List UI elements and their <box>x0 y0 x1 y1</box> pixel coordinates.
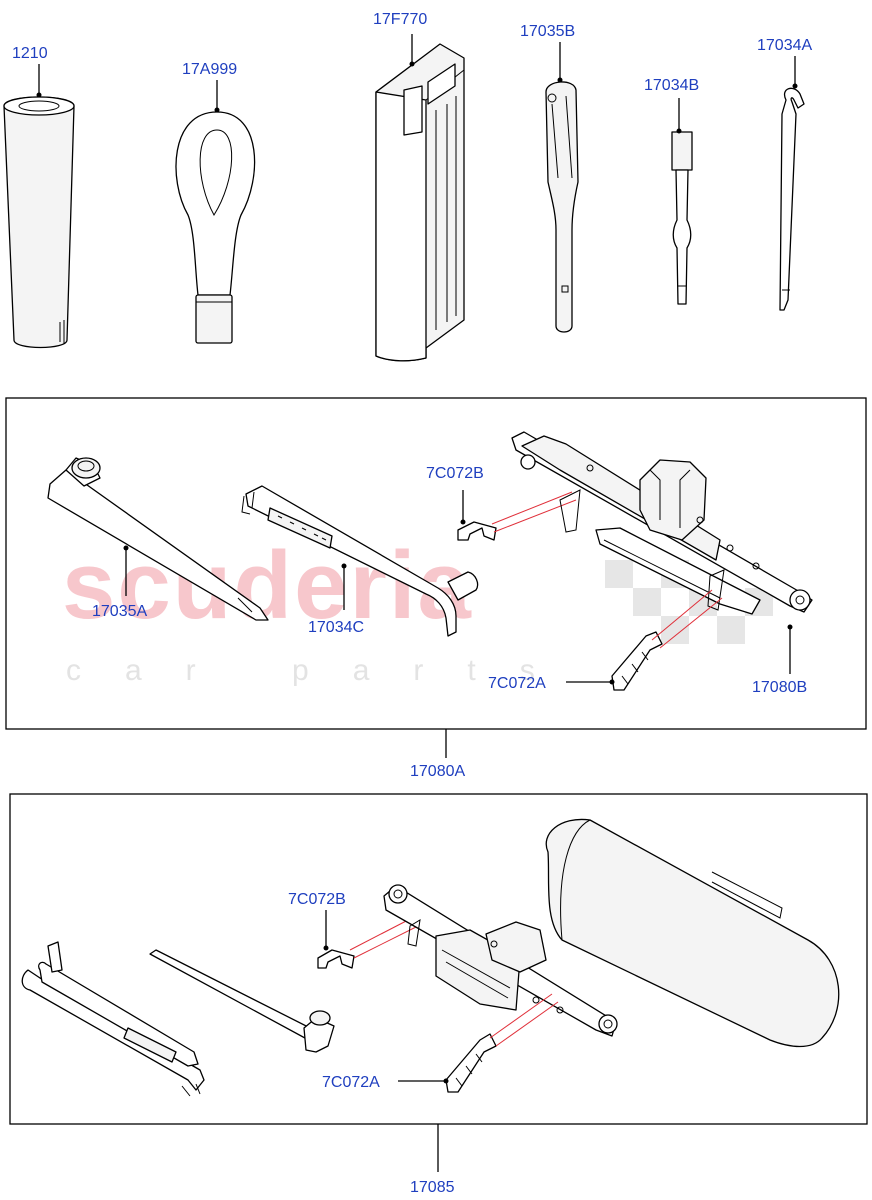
watermark: scuderia car parts <box>62 532 773 687</box>
leader-17035A <box>123 545 129 596</box>
callout-7C072B-upper[interactable]: 7C072B <box>426 465 484 482</box>
callout-17F770[interactable]: 17F770 <box>373 11 427 28</box>
leader-7C072B-lower <box>323 910 419 959</box>
leader-17F770 <box>409 34 415 67</box>
part-17035A-wheel-brace[interactable] <box>47 457 269 621</box>
callout-17A999[interactable]: 17A999 <box>182 61 237 78</box>
leader-7C072B-upper <box>460 490 577 533</box>
callout-17034C[interactable]: 17034C <box>308 619 364 636</box>
watermark-tagline: car parts <box>66 654 579 687</box>
part-17035B-brace-handle[interactable] <box>545 81 579 333</box>
leader-17A999 <box>214 80 220 113</box>
part-jack-handle-lower[interactable] <box>21 941 205 1097</box>
callout-17035B[interactable]: 17035B <box>520 23 575 40</box>
part-1210-tube[interactable] <box>3 96 75 349</box>
leader-17035B <box>557 42 563 83</box>
callout-17080A[interactable]: 17080A <box>410 763 465 780</box>
callout-7C072B-lower[interactable]: 7C072B <box>288 891 346 908</box>
callout-17034A[interactable]: 17034A <box>757 37 812 54</box>
callout-17034B[interactable]: 17034B <box>644 77 699 94</box>
part-foam-case[interactable] <box>545 818 840 1048</box>
leader-17034A <box>792 56 798 89</box>
part-17A999-tow-eye[interactable] <box>175 111 256 344</box>
kit-frame-17080A <box>5 397 867 730</box>
part-7C072B-bracket-lower[interactable] <box>317 949 355 969</box>
leader-17080B <box>787 624 793 674</box>
part-wheel-brace-lower[interactable] <box>149 949 335 1053</box>
leader-7C072A-lower <box>398 993 559 1084</box>
part-17F770-tool-bag[interactable] <box>375 43 465 362</box>
callout-17080B[interactable]: 17080B <box>752 679 807 696</box>
leader-17034C <box>341 563 347 610</box>
leader-1210 <box>36 64 42 98</box>
part-17034C-jack-handle[interactable] <box>241 485 479 637</box>
part-scissor-jack-upper[interactable] <box>511 431 813 615</box>
callout-7C072A-upper[interactable]: 7C072A <box>488 675 546 692</box>
callout-17085[interactable]: 17085 <box>410 1179 455 1196</box>
watermark-brand: scuderia <box>62 532 473 639</box>
part-7C072B-bracket-upper[interactable] <box>457 521 497 541</box>
leader-17034B <box>676 98 682 134</box>
part-7C072A-bracket-upper[interactable] <box>611 631 663 691</box>
leader-7C072A-upper <box>566 589 723 685</box>
part-scissor-jack-lower[interactable] <box>383 884 618 1037</box>
callout-17035A[interactable]: 17035A <box>92 603 147 620</box>
part-17034A-hook-rod[interactable] <box>779 87 805 311</box>
part-7C072A-bracket-lower[interactable] <box>445 1033 497 1093</box>
callout-7C072A-lower[interactable]: 7C072A <box>322 1074 380 1091</box>
callout-1210[interactable]: 1210 <box>12 45 48 62</box>
part-17034B-extension[interactable] <box>671 131 693 305</box>
